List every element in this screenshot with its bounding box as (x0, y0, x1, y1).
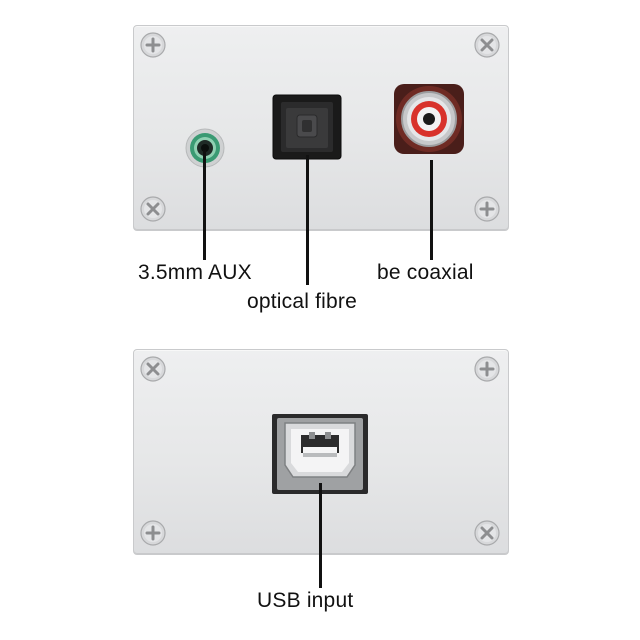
screw-icon (138, 518, 168, 548)
optical-label: optical fibre (247, 290, 357, 313)
usb-leader-line (319, 483, 322, 588)
aux-label: 3.5mm AUX (138, 261, 252, 284)
aux-leader-line (203, 150, 206, 260)
rca-jack-icon (391, 81, 467, 157)
screw-icon (138, 30, 168, 60)
screw-icon (472, 194, 502, 224)
screw-icon (472, 354, 502, 384)
usb-label: USB input (257, 589, 354, 612)
screw-icon (138, 194, 168, 224)
bottom-panel (133, 349, 509, 555)
coaxial-label: be coaxial (377, 261, 474, 284)
screw-icon (138, 354, 168, 384)
usb-b-port-icon (271, 413, 369, 495)
screw-icon (472, 30, 502, 60)
top-panel (133, 25, 509, 231)
screw-icon (472, 518, 502, 548)
coaxial-leader-line (430, 160, 433, 260)
optical-leader-line (306, 155, 309, 285)
aux-jack-icon (184, 127, 226, 169)
toslink-port-icon (272, 94, 342, 160)
